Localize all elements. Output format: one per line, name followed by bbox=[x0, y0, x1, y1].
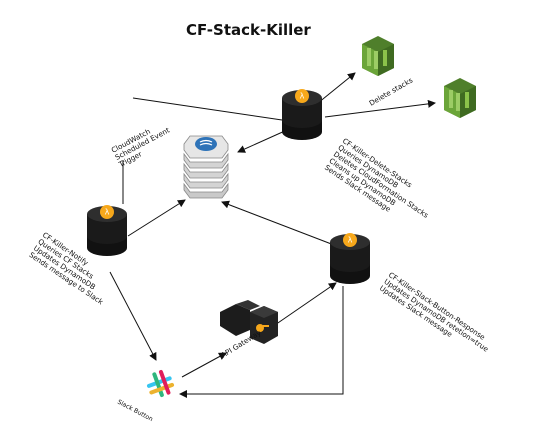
slack-button-label: Slack Button bbox=[116, 399, 154, 424]
svg-text:λ: λ bbox=[105, 208, 110, 217]
slack-button-text: Slack Button bbox=[116, 399, 154, 424]
cloudwatch-label: CloudWatch Scheduled Event Trigger bbox=[110, 125, 172, 169]
svg-text:λ: λ bbox=[348, 236, 353, 245]
arrow-slack-to-api bbox=[181, 352, 227, 378]
dynamodb-icon bbox=[183, 135, 229, 199]
lambda-icon: λ bbox=[87, 205, 127, 256]
delete-lambda-label: CF-Killer-Delete-Stacks Queries DynamoDB… bbox=[323, 136, 430, 220]
delete-stacks-label: Delete stacks bbox=[368, 75, 415, 107]
lambda-icon: λ bbox=[282, 89, 322, 140]
lambda-icon: λ bbox=[330, 233, 370, 284]
api-gateway-icon bbox=[220, 300, 278, 344]
arrow-delete-to-dynamodb bbox=[237, 129, 288, 153]
connectors bbox=[109, 72, 436, 398]
arrow-notify-to-slack bbox=[109, 271, 157, 361]
cloudformation-icon bbox=[444, 78, 476, 118]
arrow-delete-to-stack2 bbox=[324, 99, 436, 118]
response-lambda-line-2: Updates DynamoDB retetion=true bbox=[382, 277, 490, 354]
cloudwatch-delete-line bbox=[132, 97, 283, 121]
slack-icon bbox=[146, 369, 175, 398]
delete-stacks-text: Delete stacks bbox=[368, 75, 415, 107]
arrow-response-to-dynamodb bbox=[221, 200, 335, 246]
arrow-notify-to-dynamodb bbox=[127, 199, 186, 237]
arrow-api-to-response bbox=[271, 282, 337, 328]
svg-text:λ: λ bbox=[300, 92, 305, 101]
response-lambda-label: CF-Killer-Slack-Button-Response Updates … bbox=[378, 270, 491, 354]
arrow-response-to-slack bbox=[179, 286, 344, 398]
cloudformation-icon bbox=[362, 36, 394, 76]
arrow-delete-to-stack1 bbox=[317, 72, 356, 104]
diagram-title: CF-Stack-Killer bbox=[186, 21, 311, 39]
